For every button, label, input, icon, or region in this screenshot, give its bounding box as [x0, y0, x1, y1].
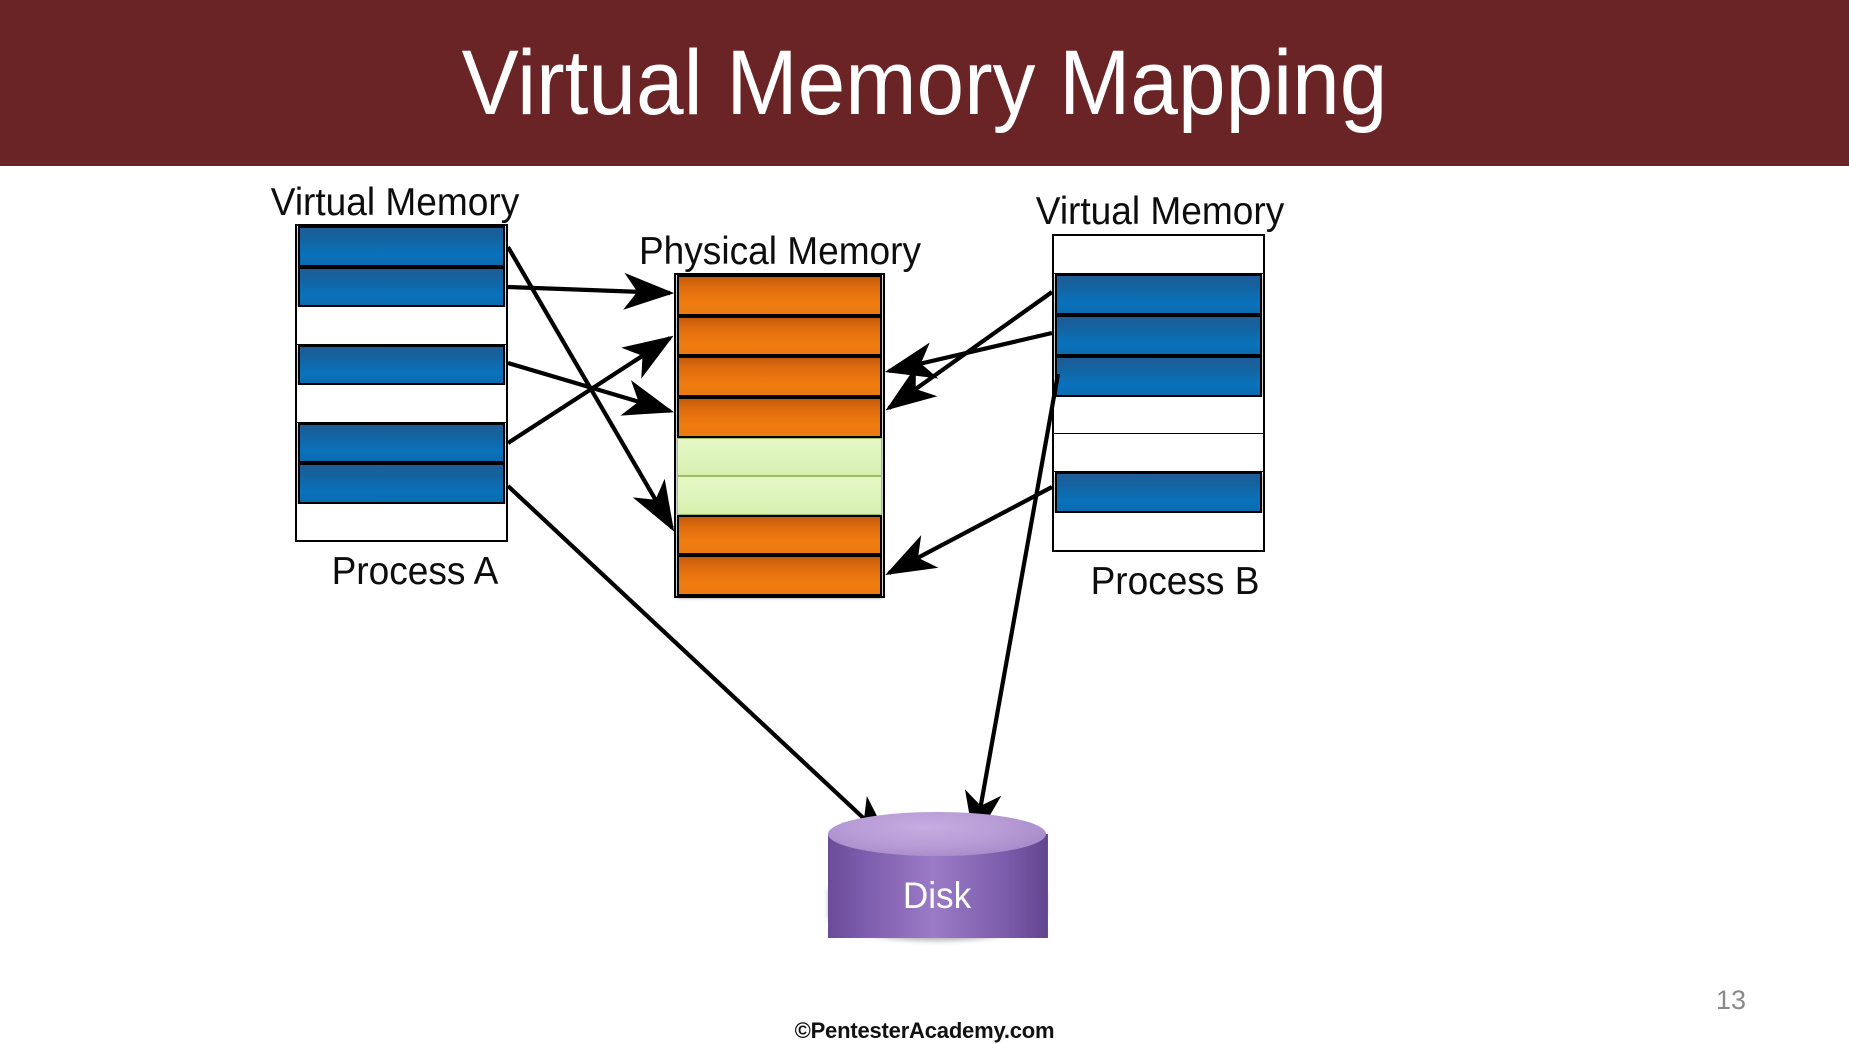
memory-cell [297, 307, 506, 345]
memory-cell [298, 463, 505, 504]
arrow-b3-to-pm3 [884, 330, 1053, 379]
memory-cell [298, 344, 505, 385]
memory-cell [677, 514, 882, 556]
memory-cell [297, 503, 506, 540]
page-title: Virtual Memory Mapping [461, 32, 1388, 134]
memory-cell [1054, 236, 1263, 274]
memory-cell [1055, 273, 1262, 315]
physical-memory-column [674, 273, 885, 598]
memory-cell [298, 226, 505, 267]
memory-cell [1055, 314, 1262, 356]
process-a-caption: Process A [331, 550, 499, 593]
process-b-memory-column [1052, 234, 1265, 552]
memory-cell [677, 437, 882, 477]
memory-cell [677, 396, 882, 438]
disk-label: Disk [902, 875, 972, 916]
process-b-caption: Process B [1090, 560, 1260, 603]
process-b-heading: Virtual Memory [1035, 190, 1285, 233]
arrow-b7-to-pm8 [885, 485, 1053, 575]
arrow-a4-to-pm4 [507, 360, 675, 416]
copyright-footer: ©PentesterAcademy.com [794, 1018, 1055, 1043]
memory-cell [677, 356, 882, 397]
memory-cell [298, 422, 505, 463]
memory-cell [1055, 472, 1262, 514]
memory-cell [677, 476, 882, 515]
arrow-a6-to-pm2 [506, 335, 674, 445]
memory-cell [1054, 434, 1263, 473]
memory-cell [1055, 355, 1262, 397]
memory-cell [677, 275, 882, 316]
arrow-a1-to-pm7 [506, 245, 675, 532]
physical-memory-heading: Physical Memory [638, 230, 922, 273]
slide-number: 13 [1716, 985, 1747, 1015]
memory-cell [677, 555, 882, 596]
memory-cell [677, 315, 882, 357]
memory-cell [298, 266, 505, 307]
arrow-a2-to-pm1 [507, 272, 675, 310]
disk-cylinder: Disk [828, 812, 1048, 960]
process-a-heading: Virtual Memory [270, 181, 520, 224]
arrow-b2-to-pm4 [885, 290, 1054, 411]
disk-top-ellipse [828, 812, 1046, 856]
memory-cell [1054, 396, 1263, 435]
title-banner: Virtual Memory Mapping [0, 0, 1849, 166]
arrow-b4-to-disk [964, 373, 1061, 843]
memory-cell [297, 385, 506, 423]
memory-cell [1054, 513, 1263, 550]
process-a-memory-column [295, 224, 508, 542]
